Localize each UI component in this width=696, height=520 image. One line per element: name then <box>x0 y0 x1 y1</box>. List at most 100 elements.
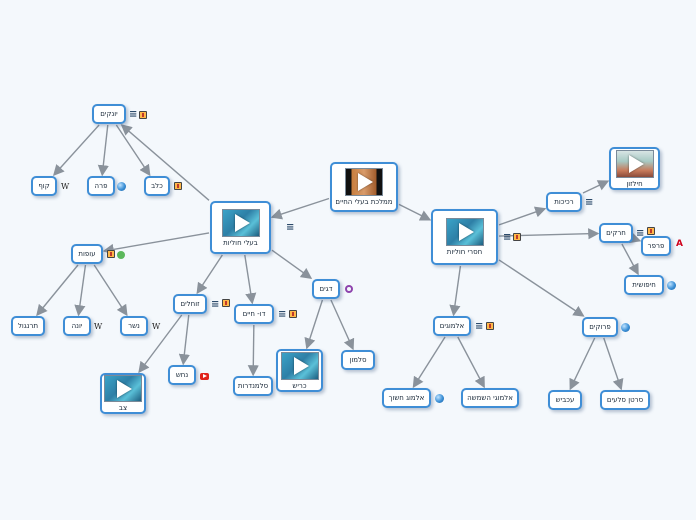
node-label: חילזון <box>626 179 643 188</box>
menu-icon[interactable]: ≡ <box>129 109 138 120</box>
node-yonkim[interactable]: יונקים <box>92 104 126 124</box>
globe-icon[interactable] <box>621 323 630 332</box>
node-label: חסרי חוליות <box>446 248 483 256</box>
play-icon <box>234 213 250 232</box>
play-icon <box>358 173 373 191</box>
node-dagim[interactable]: דגים <box>312 279 340 299</box>
node-charakim[interactable]: חרקים <box>599 223 633 243</box>
node-salmon[interactable]: סלמון <box>341 350 375 370</box>
youtube-icon[interactable] <box>200 373 209 380</box>
node-du-chaim[interactable]: דו- חיים <box>234 304 274 324</box>
node-label: חיפושית <box>632 281 656 289</box>
video-icon[interactable] <box>174 182 182 190</box>
video-thumbnail[interactable] <box>615 149 654 178</box>
menu-icon[interactable]: ≡ <box>636 228 645 239</box>
node-label: צב <box>118 404 128 412</box>
video-icon[interactable] <box>647 227 655 235</box>
edge-baalei-yonkim <box>120 124 210 201</box>
menu-icon[interactable]: ≡ <box>503 232 512 243</box>
node-zochlim[interactable]: זוחלים <box>173 294 207 314</box>
menu-icon[interactable]: ≡ <box>585 197 594 208</box>
node-label: קוף <box>38 182 50 190</box>
node-label: עופות <box>78 250 96 258</box>
edge-ofot-nesher <box>93 264 128 317</box>
node-nesher[interactable]: נשר <box>120 316 148 336</box>
node-chasrei[interactable]: חסרי חוליות <box>431 209 498 265</box>
node-label: אלמוג חשוך <box>388 394 425 402</box>
node-root[interactable]: ממלכת בעלי החיים <box>330 162 398 212</box>
node-parpar[interactable]: פרפר <box>641 236 671 256</box>
play-icon <box>628 154 644 173</box>
globe-icon[interactable] <box>117 182 126 191</box>
node-sartan[interactable]: סרטן סלעים <box>600 390 650 410</box>
node-almog-chashuch[interactable]: אלמוג חשוך <box>382 388 431 408</box>
node-label: עכביש <box>555 396 575 404</box>
video-icon[interactable] <box>513 233 521 241</box>
video-thumbnail[interactable] <box>104 375 142 402</box>
edge-baalei-du-chaim <box>244 254 257 305</box>
node-label: רכיכות <box>554 198 574 206</box>
ring-icon[interactable] <box>345 285 353 293</box>
edge-yonkim-para <box>97 124 109 177</box>
node-baalei[interactable]: בעלי חוליות <box>210 201 271 254</box>
edge-chasrei-prukim <box>498 259 585 317</box>
video-icon[interactable] <box>289 310 297 318</box>
video-icon[interactable] <box>222 299 230 307</box>
edge-yonkim-kof <box>52 124 100 177</box>
node-prukim[interactable]: פרוקים <box>582 317 618 337</box>
menu-icon[interactable]: ≡ <box>278 309 287 320</box>
video-thumbnail[interactable] <box>221 208 260 237</box>
node-ofot[interactable]: עופות <box>71 244 103 264</box>
node-karish[interactable]: כריש <box>276 349 323 392</box>
tag-icon[interactable] <box>117 251 125 259</box>
node-para[interactable]: פרה <box>87 176 115 196</box>
node-yona[interactable]: יונה <box>63 316 91 336</box>
node-almogim[interactable]: אלמוגים <box>433 316 471 336</box>
edge-baalei-dagim <box>271 249 313 280</box>
globe-icon[interactable] <box>435 394 444 403</box>
edge-zochlim-nachash <box>178 314 190 366</box>
wikipedia-icon[interactable]: W <box>61 182 70 191</box>
edge-root-baalei <box>270 197 330 220</box>
edge-baalei-zochlim <box>196 254 223 295</box>
video-icon[interactable] <box>139 111 147 119</box>
font-a-icon[interactable]: A <box>676 239 683 249</box>
wikipedia-icon[interactable]: W <box>94 322 103 331</box>
node-nachash[interactable]: נחש <box>168 365 196 385</box>
node-label: פרה <box>94 182 108 190</box>
node-label: כריש <box>292 381 307 390</box>
node-almog-shemesh[interactable]: אלמוגי השמשה <box>461 388 519 408</box>
edge-chasrei-almogim <box>449 265 462 317</box>
node-label: סלמנדרות <box>237 382 269 390</box>
node-tzav[interactable]: צב <box>100 373 146 414</box>
menu-icon[interactable]: ≡ <box>475 321 484 332</box>
video-thumbnail[interactable] <box>445 218 484 246</box>
node-rachiyot[interactable]: רכיכות <box>546 192 582 212</box>
node-chipushit[interactable]: חיפושית <box>624 275 664 295</box>
node-akavish[interactable]: עכביש <box>548 390 582 410</box>
video-icon[interactable] <box>486 322 494 330</box>
node-label: כלב <box>151 182 163 190</box>
node-salamandra[interactable]: סלמנדרות <box>233 376 273 396</box>
video-icon[interactable] <box>107 250 115 258</box>
node-label: תרנגול <box>17 322 39 330</box>
node-label: נחש <box>175 371 189 379</box>
edge-dagim-karish <box>304 299 324 350</box>
globe-icon[interactable] <box>667 281 676 290</box>
wikipedia-icon[interactable]: W <box>152 322 161 331</box>
node-label: ממלכת בעלי החיים <box>335 198 393 206</box>
node-kelev[interactable]: כלב <box>144 176 170 196</box>
edge-charakim-chipushit <box>621 243 639 276</box>
node-label: זוחלים <box>180 300 200 308</box>
edge-prukim-akavish <box>569 337 596 391</box>
node-kof[interactable]: קוף <box>31 176 57 196</box>
node-chilazon[interactable]: חילזון <box>609 147 660 190</box>
menu-icon[interactable]: ≡ <box>211 299 220 310</box>
node-tarnegol[interactable]: תרנגול <box>11 316 45 336</box>
edge-ofot-tarnegol <box>36 264 79 317</box>
video-thumbnail[interactable] <box>345 168 383 196</box>
video-thumbnail[interactable] <box>280 351 319 380</box>
menu-icon[interactable]: ≡ <box>286 222 295 233</box>
